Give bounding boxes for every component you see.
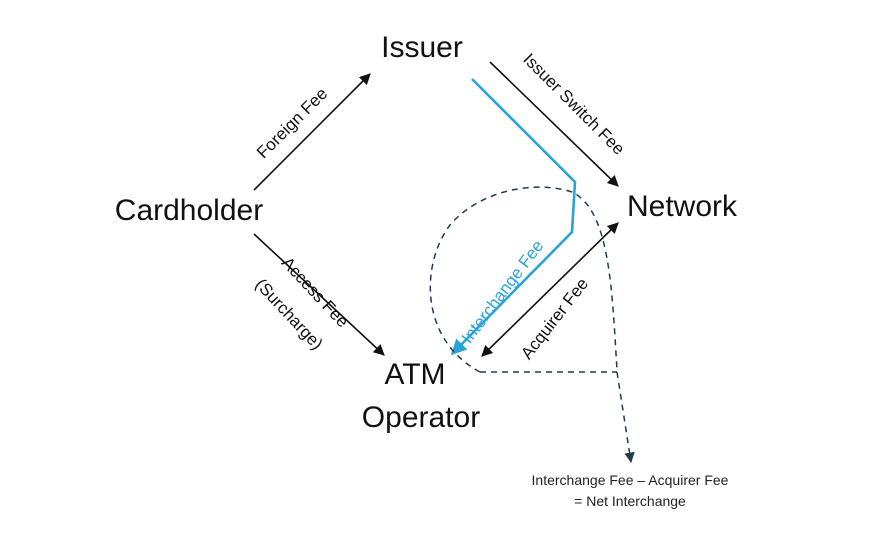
net-interchange-note-line1: Interchange Fee – Acquirer Fee [532, 472, 729, 488]
issuer-switch-fee-arrow [489, 61, 619, 187]
foreign-fee-arrow [253, 73, 371, 191]
acquirer-fee-label: Acquirer Fee [517, 274, 592, 362]
node-atm-line1: ATM [384, 358, 445, 391]
net-interchange-dashed-loop [429, 186, 618, 373]
interchange-fee-path [450, 78, 577, 356]
acquirer-fee-arrow [481, 222, 619, 357]
node-atm-line2: Operator [362, 401, 480, 434]
node-issuer: Issuer [381, 31, 463, 64]
node-network: Network [627, 190, 738, 223]
net-interchange-note-line2: = Net Interchange [574, 493, 686, 509]
net-interchange-dashed-arrow [616, 371, 635, 464]
access-fee-arrow [253, 233, 385, 356]
node-cardholder: Cardholder [115, 194, 263, 227]
foreign-fee-label: Foreign Fee [253, 84, 331, 162]
